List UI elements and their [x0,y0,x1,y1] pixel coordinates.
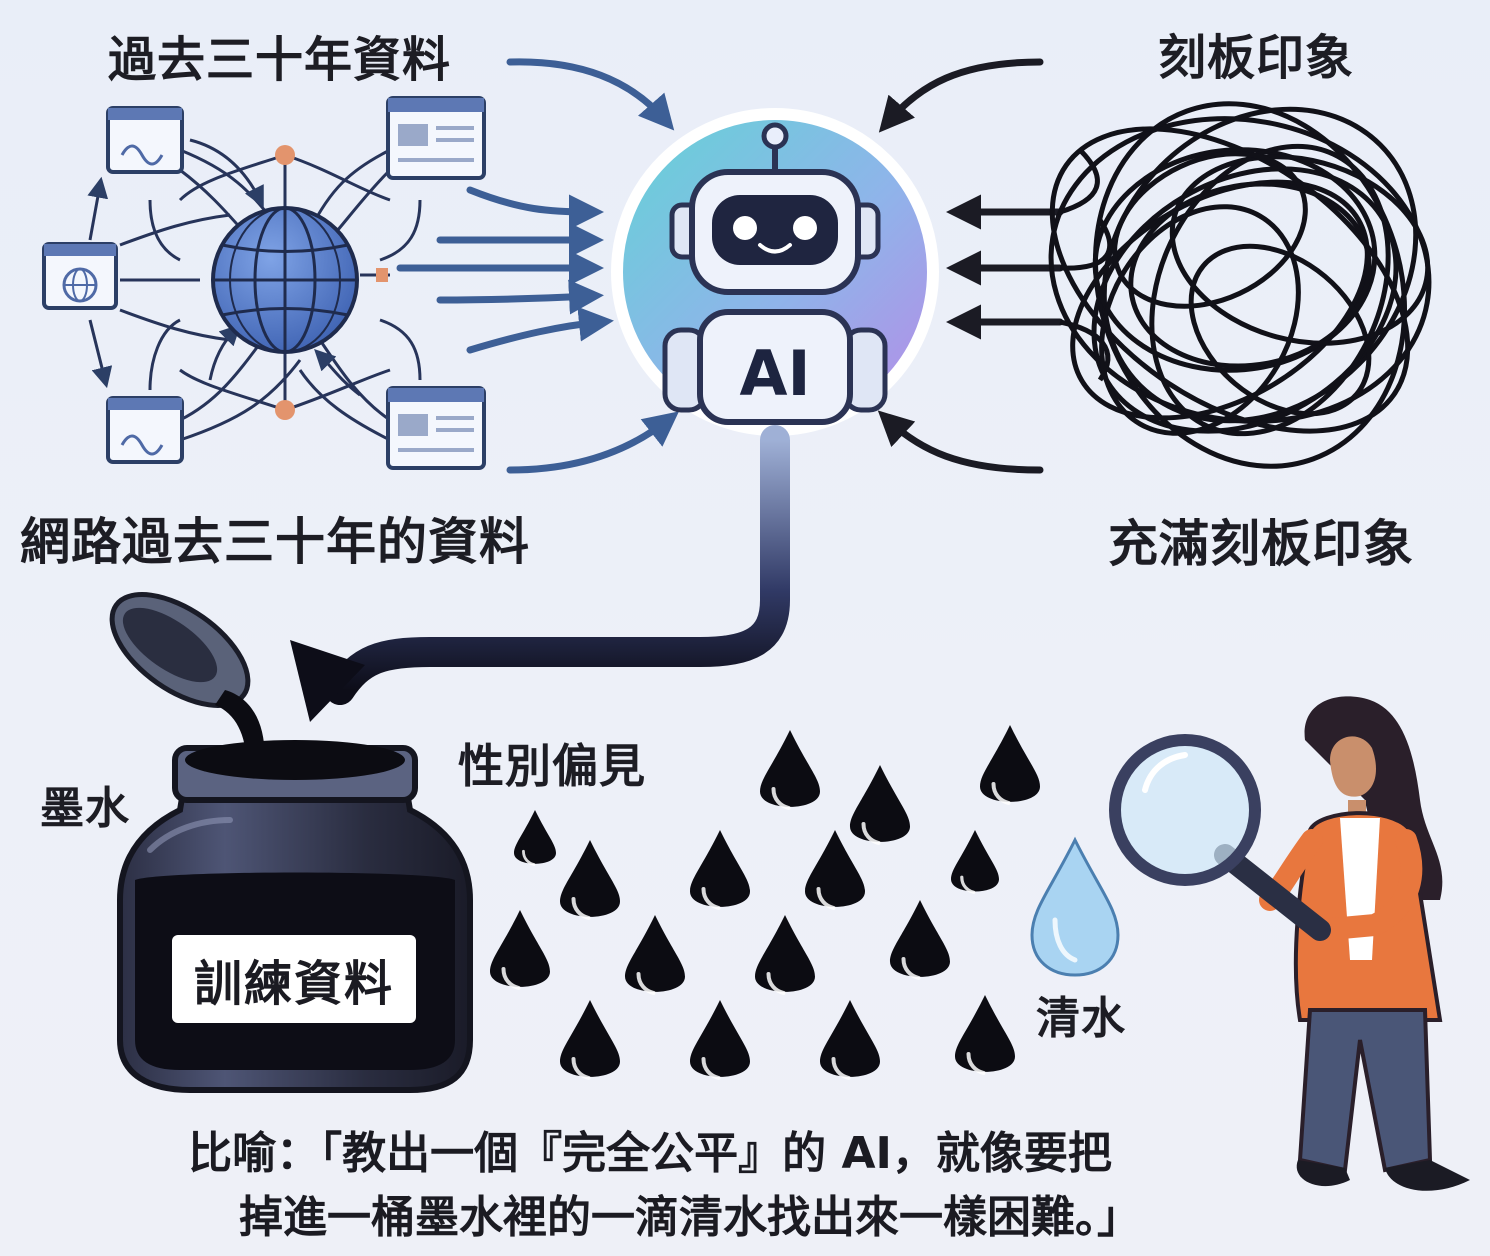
globe-icon [211,206,359,354]
ink-drop-highlight [771,787,791,810]
caption-line-2: 掉進一桶墨水裡的一滴清水找出來一樣困難。」 [239,1192,1141,1243]
ink-drop-highlight [701,1057,721,1080]
ink-drop-icon [805,830,865,907]
network-node [376,268,388,282]
ink-drop-highlight [991,782,1011,805]
browser-window-icon [42,242,118,310]
stereotype-arrows [877,58,1064,474]
label-gender-bias: 性別偏見 [458,739,646,793]
caption: 比喻：「教出一個『完全公平』的 AI，就像要把 掉進一桶墨水裡的一滴清水找出來一… [0,1122,1490,1250]
ink-drop-icon [625,915,685,992]
ink-drop-icon [690,830,750,907]
ink-drop-highlight [701,887,721,910]
ink-drop-icon [951,830,999,892]
network-node [275,145,295,165]
caption-line-1: 比喻：「教出一個『完全公平』的 AI，就像要把 [188,1128,1112,1179]
ink-drop-highlight [501,967,521,990]
ink-drop-icon [514,810,556,864]
ai-badge: AI [739,337,810,410]
label-past-data: 過去三十年資料 [108,32,452,88]
ink-drop-highlight [966,1052,986,1075]
ink-drop-icon [850,765,910,842]
ink-drop-icon [560,1000,620,1077]
web-network [87,138,422,442]
ink-drop-icon [955,995,1015,1072]
network-node [275,400,295,420]
ink-drop-icon [980,725,1040,802]
robot-icon [611,108,939,436]
ink-drops [490,725,1040,1080]
label-ink: 墨水 [40,783,130,834]
browser-window-icon [386,386,486,470]
ink-drop-highlight [636,972,656,995]
label-web-data: 網路過去三十年的資料 [20,513,530,571]
label-stereotype: 刻板印象 [1158,30,1355,86]
jar-label: 訓練資料 [172,935,416,1023]
ink-drop-icon [755,915,815,992]
ink-drop-icon [890,900,950,977]
browser-window-icon [106,396,184,464]
ink-drop-icon [690,1000,750,1077]
woman-figure [1259,696,1470,1191]
browser-window-icon [106,106,184,174]
ink-drop-highlight [831,1057,851,1080]
label-clear-water: 清水 [1036,993,1126,1044]
ink-drop-highlight [960,875,976,894]
ink-drop-icon [490,910,550,987]
ink-drop-highlight [571,1057,591,1080]
ink-drop-highlight [571,897,591,920]
ink-drop-highlight [766,972,786,995]
ink-drop-icon [560,840,620,917]
ink-jar-icon [117,740,473,1093]
ink-drop-icon [820,1000,880,1077]
ink-drop-highlight [861,822,881,845]
water-drop-icon [1030,836,1120,977]
data-arrows [396,58,679,474]
tangled-lines-icon [1048,101,1432,469]
browser-window-icon [386,96,486,180]
ink-bottle-icon [109,592,265,780]
flow-pipe-arrowhead [290,640,365,722]
magnifying-glass-icon [1109,734,1331,941]
label-full-stereotype: 充滿刻板印象 [1108,515,1414,573]
ink-drop-highlight [901,957,921,980]
ink-drop-highlight [816,887,836,910]
ink-drop-icon [760,730,820,807]
ink-drop-highlight [522,849,536,866]
